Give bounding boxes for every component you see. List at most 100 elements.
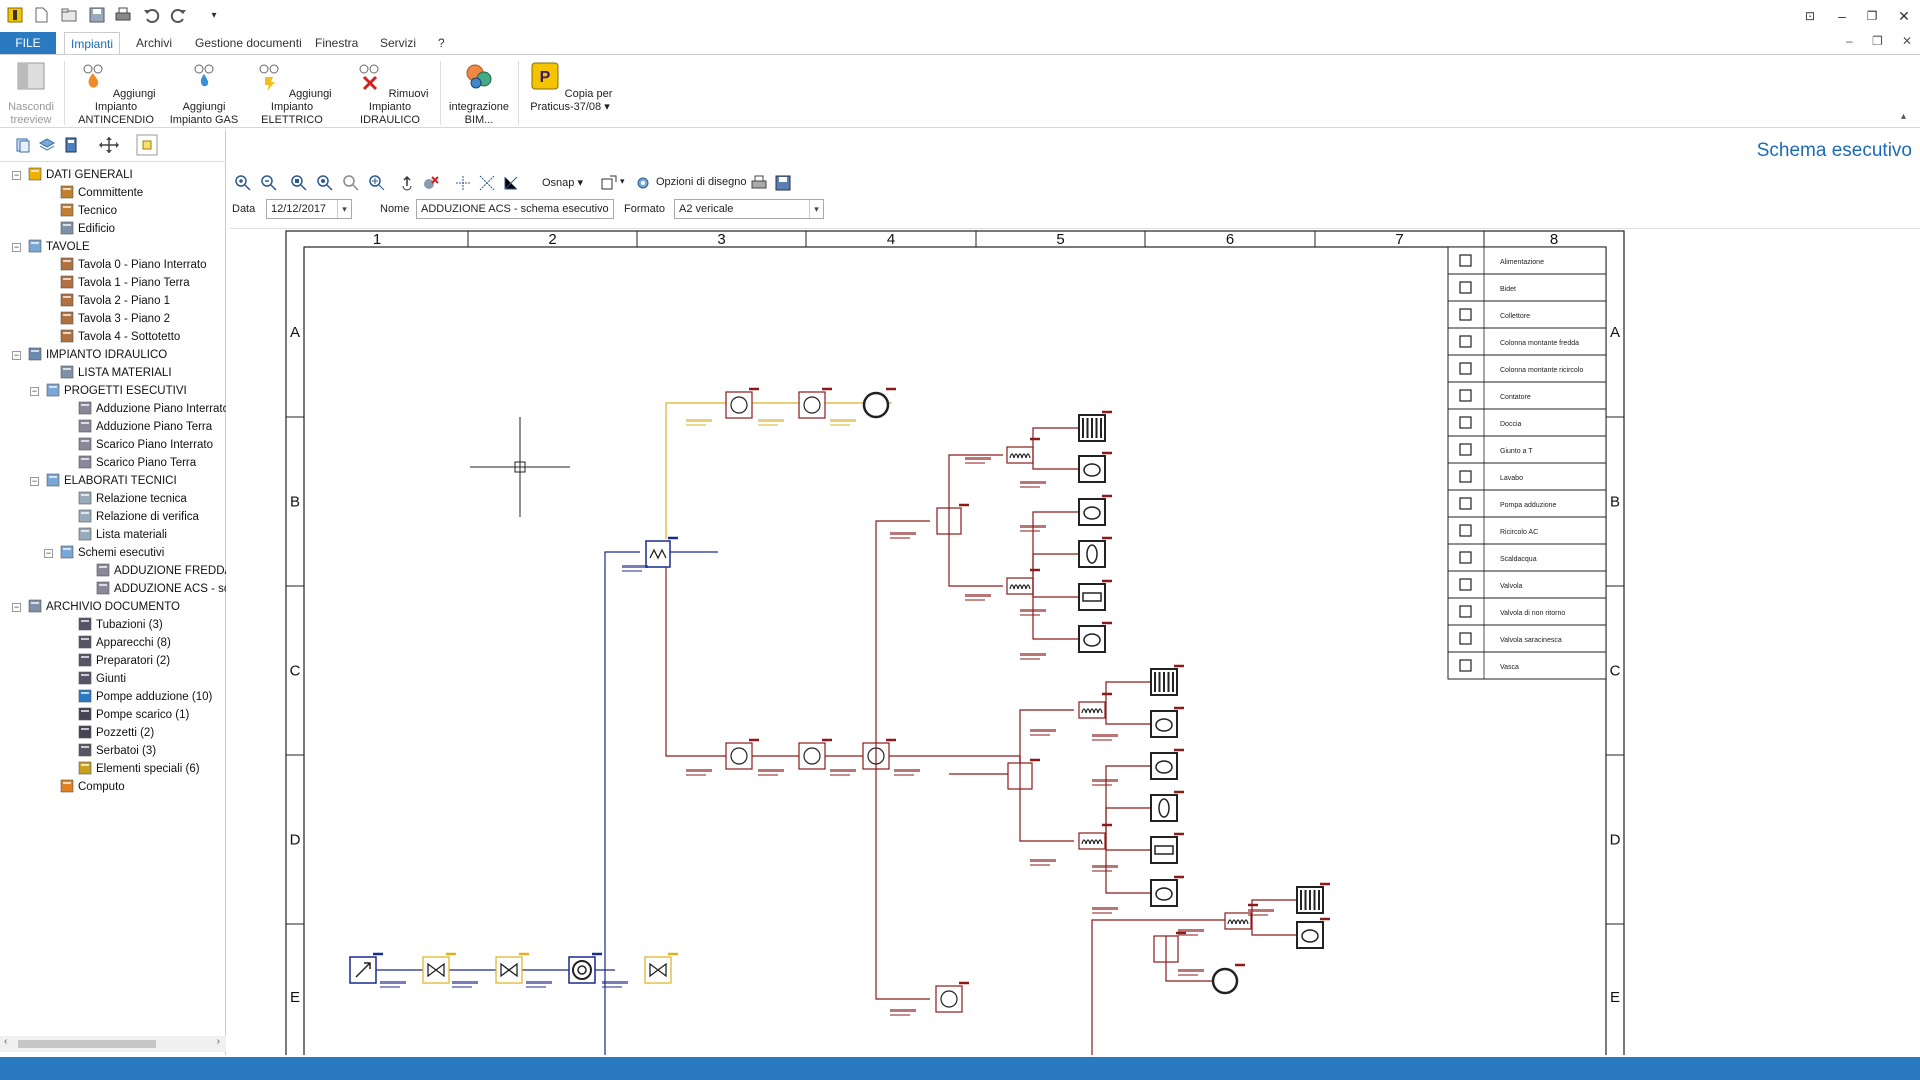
snap-midpoint-icon[interactable]: [454, 174, 472, 192]
tree-item-a7[interactable]: Pozzetti (2): [78, 724, 154, 742]
layers-icon[interactable]: [38, 136, 56, 154]
scroll-left-icon[interactable]: ‹: [4, 1036, 8, 1047]
osnap-dropdown[interactable]: Osnap ▾: [542, 177, 583, 189]
snap-perpendicular-icon[interactable]: [502, 174, 520, 192]
insert-block-icon[interactable]: [600, 174, 618, 192]
tree-item-p4[interactable]: Scarico Piano Terra: [78, 454, 196, 472]
open-icon[interactable]: [60, 6, 78, 24]
zoom-in-icon[interactable]: [234, 174, 252, 192]
remove-hydraulic-system-button[interactable]: Rimuovi Impianto IDRAULICO: [344, 59, 436, 127]
print-icon[interactable]: [114, 6, 132, 24]
undo-icon[interactable]: [142, 6, 160, 24]
tree-expander-elaborati[interactable]: −: [30, 476, 39, 486]
format-select[interactable]: A2 vericale ▾: [674, 199, 824, 219]
horizontal-scrollbar[interactable]: ‹ ›: [0, 1036, 226, 1052]
tab-finestra[interactable]: Finestra: [315, 36, 359, 50]
tree-item-a6[interactable]: Pompe scarico (1): [78, 706, 189, 724]
tree-expander-archivio[interactable]: −: [12, 602, 21, 612]
drawing-options-button[interactable]: Opzioni di disegno: [656, 176, 747, 188]
tree-item-a1[interactable]: Tubazioni (3): [78, 616, 163, 634]
tab-servizi[interactable]: Servizi: [380, 36, 417, 50]
tree-expander-progetti[interactable]: −: [30, 386, 39, 396]
tab-gestione-documenti[interactable]: Gestione documenti: [195, 36, 302, 50]
doc-minimize-button[interactable]: –: [1846, 34, 1853, 48]
tree-item-tecnico[interactable]: Tecnico: [60, 202, 117, 220]
highlight-icon[interactable]: [136, 134, 158, 156]
tree-expander-dati_generali[interactable]: −: [12, 170, 21, 180]
tree-item-a8[interactable]: Serbatoi (3): [78, 742, 156, 760]
tree-item-a3[interactable]: Preparatori (2): [78, 652, 170, 670]
new-file-icon[interactable]: [32, 6, 50, 24]
book-icon[interactable]: [62, 136, 80, 154]
name-field[interactable]: ADDUZIONE ACS - schema esecutivo: [416, 199, 614, 219]
tab-impianti[interactable]: Impianti: [64, 32, 121, 54]
tree-item-p2[interactable]: Adduzione Piano Terra: [78, 418, 212, 436]
tree-item-e3[interactable]: Lista materiali: [78, 526, 167, 544]
add-fire-system-button[interactable]: Aggiungi Impianto ANTINCENDIO: [68, 59, 164, 127]
customize-qa-icon[interactable]: ▾: [211, 10, 217, 21]
tree-item-tav0[interactable]: Tavola 0 - Piano Interrato: [60, 256, 207, 274]
bim-integration-button[interactable]: integrazione BIM...: [444, 59, 514, 127]
doc-close-button[interactable]: ✕: [1902, 34, 1913, 48]
tree-item-computo[interactable]: Computo: [60, 778, 125, 796]
save-drawing-icon[interactable]: [774, 174, 792, 192]
tree-item-committente[interactable]: Committente: [60, 184, 143, 202]
tree-item-a5[interactable]: Pompe adduzione (10): [78, 688, 212, 706]
tree-item-archivio[interactable]: ARCHIVIO DOCUMENTO: [28, 598, 180, 616]
add-gas-system-button[interactable]: Aggiungi Impianto GAS: [168, 59, 240, 127]
copy-praticus-button[interactable]: P Copia per Praticus-37/08 ▾: [524, 59, 616, 114]
collapse-ribbon-icon[interactable]: ▴: [1900, 111, 1906, 122]
tab-help[interactable]: ?: [438, 36, 445, 50]
zoom-previous-icon[interactable]: [342, 174, 360, 192]
tree-item-a2[interactable]: Apparecchi (8): [78, 634, 171, 652]
tree-item-dati-generali[interactable]: DATI GENERALI: [28, 166, 133, 184]
tree-expander-tavole[interactable]: −: [12, 242, 21, 252]
close-button[interactable]: ✕: [1898, 8, 1910, 24]
tree-item-tav2[interactable]: Tavola 2 - Piano 1: [60, 292, 170, 310]
tab-archivi[interactable]: Archivi: [136, 36, 173, 50]
tree-item-tav1[interactable]: Tavola 1 - Piano Terra: [60, 274, 190, 292]
tree-item-tav4[interactable]: Tavola 4 - Sottotetto: [60, 328, 180, 346]
zoom-out-icon[interactable]: [260, 174, 278, 192]
tree-item-tav3[interactable]: Tavola 3 - Piano 2: [60, 310, 170, 328]
tree-item-e1[interactable]: Relazione tecnica: [78, 490, 187, 508]
date-dropdown-icon[interactable]: ▾: [337, 200, 351, 218]
zoom-window-icon[interactable]: [290, 174, 308, 192]
move-icon[interactable]: [96, 136, 122, 154]
tree-item-p3[interactable]: Scarico Piano Interrato: [78, 436, 213, 454]
scrollbar-thumb[interactable]: [18, 1040, 156, 1048]
rotate-icon[interactable]: [398, 174, 416, 192]
tree-item-elaborati[interactable]: ELABORATI TECNICI: [46, 472, 177, 490]
zoom-extents-icon[interactable]: [316, 174, 334, 192]
tree-item-tavole[interactable]: TAVOLE: [28, 238, 90, 256]
add-electric-system-button[interactable]: Aggiungi Impianto ELETTRICO: [246, 59, 338, 127]
tree-item-p1[interactable]: Adduzione Piano Interrato: [78, 400, 226, 418]
drawing-options-icon[interactable]: [634, 174, 652, 192]
tree-item-e2[interactable]: Relazione di verifica: [78, 508, 199, 526]
insert-block-dropdown-icon[interactable]: ▾: [620, 176, 625, 186]
delete-objects-icon[interactable]: [422, 174, 440, 192]
snap-intersection-icon[interactable]: [478, 174, 496, 192]
tree-item-progetti[interactable]: PROGETTI ESECUTIVI: [46, 382, 187, 400]
tree-item-s2[interactable]: ADDUZIONE ACS - schem: [96, 580, 226, 598]
tree-item-lista-materiali[interactable]: LISTA MATERIALI: [60, 364, 172, 382]
save-icon[interactable]: [88, 6, 106, 24]
ribbon-display-icon[interactable]: ⊡: [1804, 9, 1816, 23]
format-dropdown-icon[interactable]: ▾: [809, 200, 823, 218]
tree-item-a4[interactable]: Giunti: [78, 670, 126, 688]
tree-item-edificio[interactable]: Edificio: [60, 220, 115, 238]
print-drawing-icon[interactable]: [750, 174, 768, 192]
zoom-all-icon[interactable]: [368, 174, 386, 192]
tree-item-a9[interactable]: Elementi speciali (6): [78, 760, 200, 778]
tree-expander-impianto[interactable]: −: [12, 350, 21, 360]
tree-item-impianto[interactable]: IMPIANTO IDRAULICO: [28, 346, 167, 364]
tree-item-schemi[interactable]: Schemi esecutivi: [60, 544, 164, 562]
date-picker[interactable]: 12/12/2017 ▾: [266, 199, 352, 219]
restore-button[interactable]: ❐: [1866, 9, 1878, 23]
tab-file[interactable]: FILE: [0, 32, 56, 54]
scroll-right-icon[interactable]: ›: [216, 1036, 220, 1047]
minimize-button[interactable]: –: [1838, 8, 1846, 24]
